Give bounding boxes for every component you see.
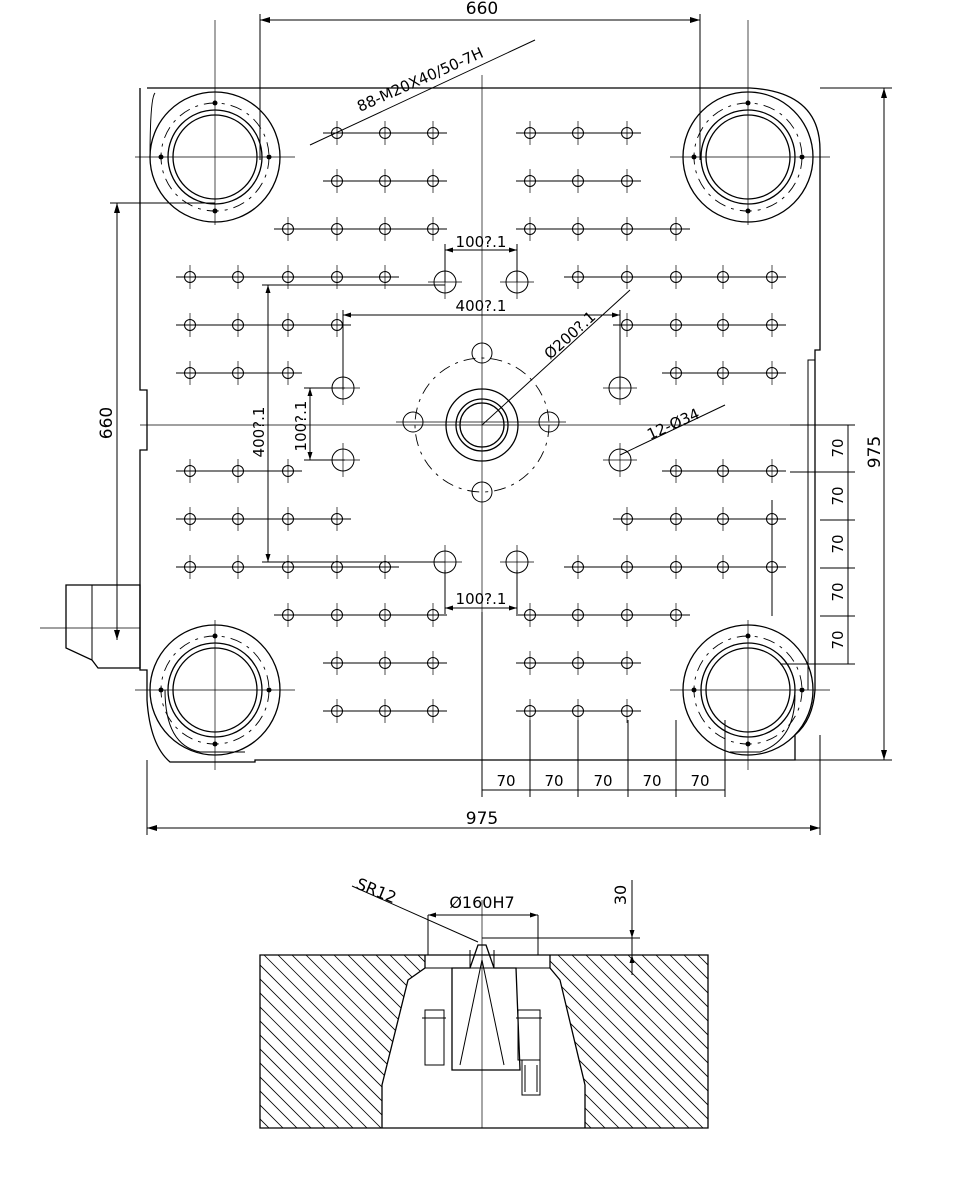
sphere-radius-label: SR12 [354,874,400,907]
bolt-point [745,633,751,639]
dim-pitch-v-2: 70 [829,486,847,505]
bolt-point [691,154,697,160]
through-hole-5 [603,443,637,477]
bolt-point [266,154,272,160]
dim-hole-100-v: 100?.1 [292,401,310,452]
hatch-left [260,955,425,1128]
bolt-point [266,687,272,693]
bolt-point [799,687,805,693]
bolt-point [799,154,805,160]
bolt-point [212,100,218,106]
dim-hole-100-top: 100?.1 [456,233,507,251]
mounting-hole-grid [176,121,786,723]
hatch-right [550,955,708,1128]
dim-tie-bar-h: 660 [466,0,498,19]
bolt-point [745,208,751,214]
dim-pitch-h-1: 70 [496,772,515,790]
bolt-point [212,633,218,639]
bolt-point [745,100,751,106]
bolt-point [212,208,218,214]
bolt-point [745,741,751,747]
dim-pitch-v-4: 70 [829,582,847,601]
locating-ring-label: Ø160H7 [449,893,514,912]
dim-platen-width: 975 [466,809,498,829]
dim-pitch-h-4: 70 [642,772,661,790]
dim-pitch-h-2: 70 [544,772,563,790]
center-hub [396,342,566,503]
dim-hole-100-bottom: 100?.1 [456,590,507,608]
dim-pitch-v-1: 70 [829,438,847,457]
dim-tie-bar-v: 660 [97,407,117,439]
bolt-point [158,154,164,160]
tie-bar-bolt-points [158,100,805,747]
dim-center-pcd: Ø200?.1 [541,308,600,363]
bolt-point [212,741,218,747]
dim-hole-400-v: 400?.1 [250,407,268,458]
dim-platen-height: 975 [865,436,885,468]
dim-through-holes: 12-Ø34 [644,405,702,444]
dimension-lines [110,14,892,835]
tie-bar-holes [135,20,830,770]
section-view: SR12 Ø160H7 30 [259,874,709,1129]
platen-outline [40,87,821,763]
dim-hole-400-h: 400?.1 [456,297,507,315]
bolt-point [158,687,164,693]
bolt-point [691,687,697,693]
dim-pitch-h-3: 70 [593,772,612,790]
depth-label: 30 [611,885,630,905]
dim-pitch-v-5: 70 [829,630,847,649]
dim-pitch-h-5: 70 [690,772,709,790]
dim-thread-spec: 88-M20X40/50-7H [354,44,486,116]
dim-pitch-v-3: 70 [829,534,847,553]
